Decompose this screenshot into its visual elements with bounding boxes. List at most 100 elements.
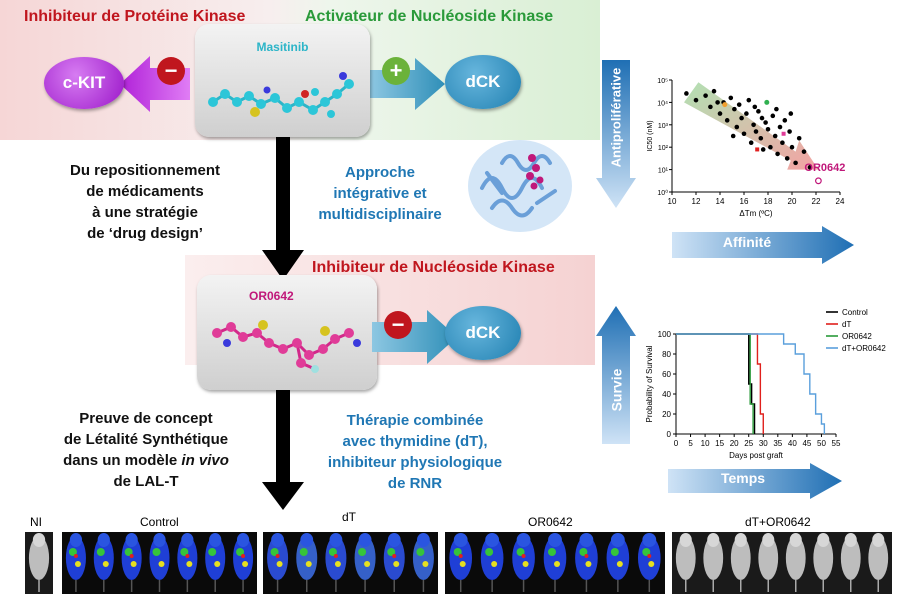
signal-spot bbox=[158, 561, 165, 567]
signal-spot bbox=[214, 561, 221, 567]
mouse-body bbox=[480, 536, 504, 580]
scatter-point bbox=[684, 91, 689, 96]
panel-label-combo: dT+OR0642 bbox=[745, 515, 811, 529]
scatter-point bbox=[732, 106, 737, 112]
mouse-body bbox=[785, 536, 806, 580]
signal-spot bbox=[516, 548, 525, 556]
signal-spot bbox=[422, 561, 429, 567]
mice-panel-image bbox=[28, 533, 50, 592]
signal-spot bbox=[68, 548, 77, 556]
signal-spot bbox=[124, 548, 133, 556]
masitinib-structure bbox=[208, 72, 354, 118]
signal-spot bbox=[548, 548, 556, 556]
signal-spot bbox=[333, 554, 338, 558]
therapy-text: Thérapie combinée avec thymidine (dT), i… bbox=[327, 412, 503, 492]
signal-spot bbox=[610, 548, 619, 556]
mouse-body bbox=[325, 536, 347, 580]
y-axis-label: Probability of Survival bbox=[645, 345, 654, 422]
mice-panel-2 bbox=[62, 532, 257, 594]
signal-spot bbox=[180, 548, 189, 556]
y-tick-label: 10¹ bbox=[658, 168, 669, 175]
scatter-point bbox=[708, 104, 713, 110]
signal-spot bbox=[584, 554, 589, 558]
mouse-head bbox=[236, 533, 250, 547]
signal-spot bbox=[276, 561, 283, 567]
legend-label: Control bbox=[842, 308, 868, 317]
mouse-body bbox=[575, 536, 598, 580]
mouse-head bbox=[642, 533, 657, 547]
mouse-head bbox=[789, 533, 802, 547]
mouse-body bbox=[233, 536, 254, 580]
signal-spot bbox=[491, 561, 498, 567]
mouse-head bbox=[69, 533, 83, 547]
dck-label-bottom: dCK bbox=[465, 323, 501, 342]
mice-panel-1 bbox=[25, 532, 53, 594]
scatter-point bbox=[780, 140, 785, 146]
signal-spot bbox=[616, 561, 623, 567]
survival-label: Survie bbox=[608, 368, 624, 412]
x-tick-label: 55 bbox=[832, 439, 841, 448]
x-tick-label: 15 bbox=[715, 439, 724, 448]
mice-panel-5 bbox=[672, 532, 892, 594]
mice-panel-image bbox=[65, 533, 254, 592]
mouse-head bbox=[610, 533, 625, 547]
mouse-head bbox=[271, 533, 284, 547]
mouse-body bbox=[840, 536, 861, 580]
signal-spot bbox=[642, 548, 651, 556]
mouse-head bbox=[209, 533, 222, 547]
scatter-point bbox=[728, 95, 734, 101]
signal-spot bbox=[152, 548, 161, 556]
x-tick-label: 22 bbox=[812, 197, 821, 206]
affinity-arrow bbox=[672, 226, 854, 264]
x-tick-label: 16 bbox=[740, 197, 749, 206]
series-line-4 bbox=[676, 333, 826, 434]
down-arrow-2 bbox=[262, 390, 304, 510]
mouse-body bbox=[205, 536, 226, 580]
mouse-body bbox=[675, 536, 696, 580]
x-tick-label: 50 bbox=[817, 439, 826, 448]
scatter-point bbox=[711, 88, 717, 94]
mouse-head bbox=[329, 533, 343, 547]
x-tick-label: 20 bbox=[730, 439, 739, 448]
mouse-head bbox=[679, 533, 692, 547]
mouse-head bbox=[387, 533, 401, 547]
mouse-body bbox=[730, 536, 751, 580]
signal-spot bbox=[648, 561, 655, 567]
signal-spot bbox=[459, 561, 466, 567]
signal-spot bbox=[521, 554, 526, 558]
scatter-point bbox=[758, 135, 764, 141]
minus-sign-top: − bbox=[157, 57, 185, 85]
mouse-body bbox=[543, 536, 567, 580]
signal-spot bbox=[328, 548, 337, 556]
signal-spot bbox=[275, 554, 280, 558]
y-tick-label: 100 bbox=[658, 330, 672, 339]
repositioning-text: Du repositionnement de médicaments à une… bbox=[69, 162, 220, 242]
signal-spot bbox=[236, 548, 245, 556]
scatter-point bbox=[789, 144, 795, 150]
survival-label-wrap: Survie bbox=[600, 350, 632, 430]
scatter-point bbox=[772, 133, 778, 139]
scatter-point bbox=[787, 129, 792, 134]
mouse-body bbox=[758, 536, 779, 580]
scatter-point bbox=[693, 97, 699, 103]
scatter-point bbox=[760, 147, 766, 152]
mice-panel-image bbox=[449, 533, 661, 592]
scatter-point bbox=[730, 133, 736, 139]
title-activator-nucleoside-kinase: Activateur de Nucléoside Kinase bbox=[305, 8, 554, 25]
scatter-point bbox=[777, 124, 783, 130]
scatter-point bbox=[752, 104, 758, 110]
signal-spot bbox=[387, 548, 396, 556]
mouse-body bbox=[412, 536, 434, 580]
mice-panel-4 bbox=[445, 532, 665, 594]
signal-spot bbox=[416, 548, 425, 556]
x-axis-label: ΔTm (ºC) bbox=[739, 209, 772, 218]
signal-spot bbox=[364, 561, 371, 567]
y-tick-label: 10⁵ bbox=[657, 78, 668, 85]
or0642-molecule-box: OR0642 bbox=[197, 275, 377, 390]
scatter-point bbox=[703, 93, 708, 98]
scatter-point bbox=[751, 122, 756, 128]
mouse-head bbox=[153, 533, 166, 547]
scatter-point bbox=[770, 113, 776, 119]
scatter-point bbox=[801, 149, 807, 154]
panel-label-ni: NI bbox=[30, 515, 42, 529]
